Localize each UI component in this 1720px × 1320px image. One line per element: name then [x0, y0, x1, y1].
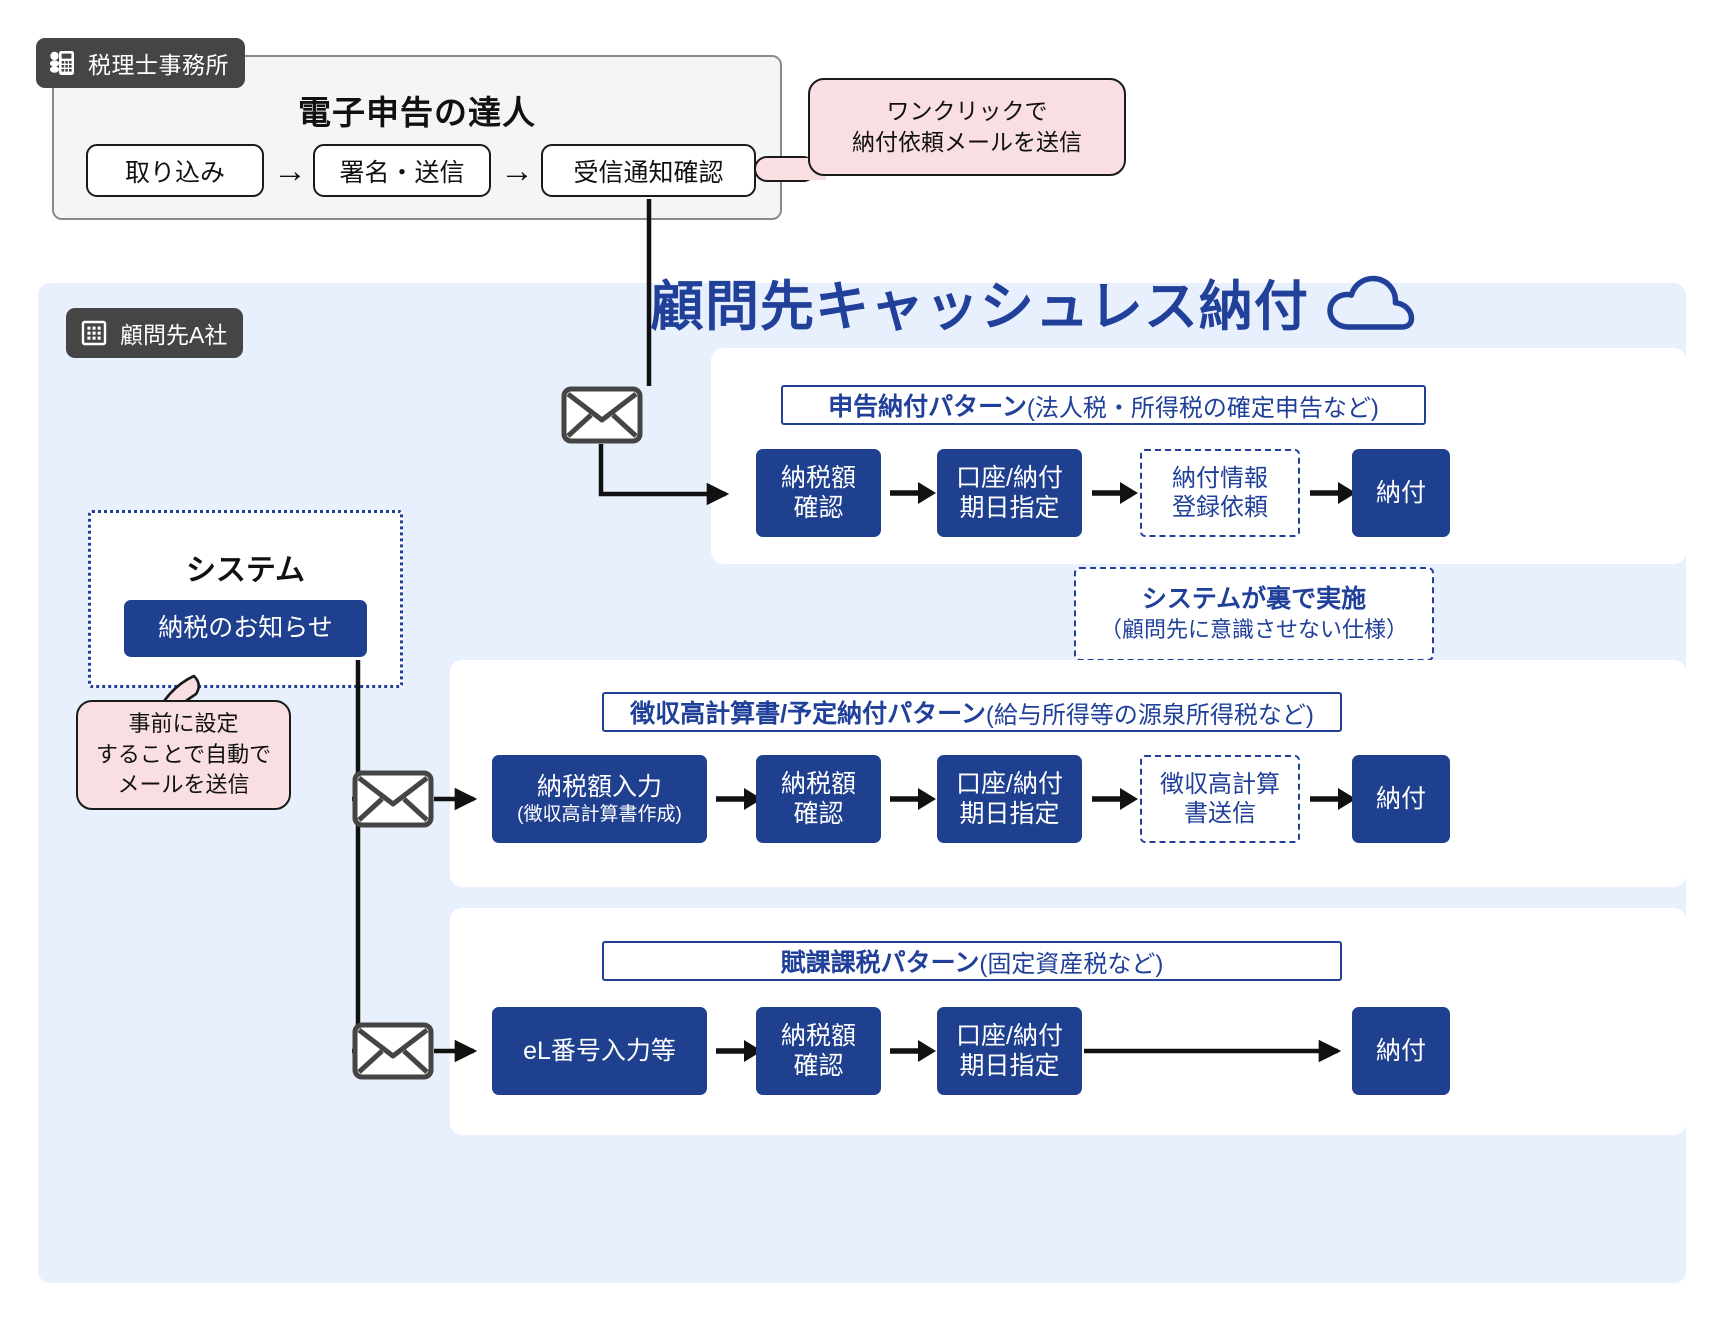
pattern-1-step-4-line1: 納付 — [1375, 478, 1426, 507]
pattern-1-step-2[interactable]: 口座/納付 期日指定 — [937, 449, 1082, 537]
cloud-icon — [1327, 275, 1415, 330]
pattern-3-step-1[interactable]: eL番号入力等 — [492, 1007, 707, 1095]
envelope-icon-3 — [352, 1022, 434, 1080]
pattern-2-step-3[interactable]: 口座/納付 期日指定 — [937, 755, 1082, 843]
callout-preset-line1: 事前に設定 — [128, 711, 239, 737]
pattern-3-title: 賦課課税パターン (固定資産税など) — [602, 941, 1342, 981]
pattern-2-step-4[interactable]: 徴収高計算 書送信 — [1140, 755, 1300, 843]
callout-preset-line3: メールを送信 — [117, 772, 250, 798]
pattern-3-arrow-2 — [890, 1040, 936, 1062]
pattern-2-step-5-line1: 納付 — [1375, 784, 1426, 813]
pattern-2-arrow-1 — [716, 788, 762, 810]
pattern-1-step-3-line2: 登録依頼 — [1172, 494, 1268, 521]
pattern-2-step-2[interactable]: 納税額 確認 — [756, 755, 881, 843]
system-background-note: システムが裏で実施 （顧問先に意識させない仕様） — [1074, 567, 1434, 661]
envelope-icon-2 — [352, 770, 434, 828]
pattern-1-arrow-2 — [1092, 482, 1138, 504]
pattern-3-step-2[interactable]: 納税額 確認 — [756, 1007, 881, 1095]
pattern-2-step-3-line2: 期日指定 — [959, 800, 1060, 828]
tax-office-badge: 税理士事務所 — [36, 38, 245, 88]
pattern-2-step-2-line1: 納税額 — [780, 769, 856, 798]
pattern-1-arrow-1 — [890, 482, 936, 504]
pattern-2-title: 徴収高計算書/予定納付パターン (給与所得等の源泉所得税など) — [602, 692, 1342, 732]
pattern-2-arrow-2 — [890, 788, 936, 810]
pattern-1-title-strong: 申告納付パターン — [828, 393, 1027, 421]
system-background-note-line1: システムが裏で実施 — [1141, 584, 1367, 613]
pattern-1-step-2-line1: 口座/納付 — [956, 463, 1063, 492]
pattern-3-step-3-line2: 期日指定 — [959, 1052, 1060, 1080]
client-company-badge-label: 顧問先A社 — [120, 322, 228, 348]
arrow-import-to-sign: → — [273, 152, 307, 190]
calculator-icon — [49, 51, 74, 75]
pattern-3-step-4-line1: 納付 — [1375, 1036, 1426, 1065]
tax-office-title: 電子申告の達人 — [298, 94, 536, 131]
callout-oneclick-line1: ワンクリックで — [886, 97, 1048, 124]
pattern-2-step-4-line1: 徴収高計算 — [1160, 770, 1280, 798]
step-receipt-confirm-label: 受信通知確認 — [573, 158, 724, 187]
pattern-2-step-4-line2: 書送信 — [1184, 800, 1256, 827]
pattern-3-step-2-line2: 確認 — [793, 1052, 844, 1080]
pattern-3-step-4[interactable]: 納付 — [1352, 1007, 1450, 1095]
step-sign-send-label: 署名・送信 — [339, 158, 465, 187]
step-receipt-confirm[interactable]: 受信通知確認 — [541, 144, 756, 197]
system-notify-label: 納税のお知らせ — [158, 614, 333, 643]
step-sign-send[interactable]: 署名・送信 — [313, 144, 491, 197]
tax-office-badge-label: 税理士事務所 — [88, 52, 229, 78]
pattern-2-arrow-4 — [1310, 788, 1356, 810]
page-title-text: 顧問先キャッシュレス納付 — [650, 277, 1309, 337]
pattern-3-step-3[interactable]: 口座/納付 期日指定 — [937, 1007, 1082, 1095]
step-import[interactable]: 取り込み — [86, 144, 264, 197]
building-icon — [81, 320, 107, 346]
pattern-1-step-2-line2: 期日指定 — [959, 494, 1060, 522]
system-notify-box[interactable]: 納税のお知らせ — [124, 600, 367, 657]
pattern-2-step-1[interactable]: 納税額入力 (徴収高計算書作成) — [492, 755, 707, 843]
step-import-label: 取り込み — [124, 158, 225, 187]
pattern-2-step-2-line2: 確認 — [793, 800, 844, 828]
pattern-1-step-3-line1: 納付情報 — [1172, 464, 1268, 492]
pattern-2-arrow-3 — [1092, 788, 1138, 810]
page-title: 顧問先キャッシュレス納付 — [650, 262, 1417, 341]
arrow-sign-to-receipt: → — [500, 152, 534, 190]
pattern-1-title: 申告納付パターン (法人税・所得税の確定申告など) — [781, 385, 1426, 425]
pattern-2-step-3-line1: 口座/納付 — [956, 769, 1063, 798]
callout-preset-line2: することで自動で — [95, 741, 272, 767]
pattern-1-arrow-3 — [1310, 482, 1356, 504]
pattern-2-step-1-line1: 納税額入力 — [536, 773, 662, 802]
system-background-note-line2: （顧問先に意識させない仕様） — [1099, 617, 1408, 643]
system-panel-title: システム — [185, 554, 306, 587]
envelope-icon-1 — [561, 386, 643, 444]
pattern-2-step-1-sub: (徴収高計算書作成) — [517, 803, 682, 825]
callout-preset: 事前に設定 することで自動で メールを送信 — [76, 700, 291, 810]
pattern-3-step-2-line1: 納税額 — [780, 1021, 856, 1050]
pattern-2-step-5[interactable]: 納付 — [1352, 755, 1450, 843]
client-company-badge: 顧問先A社 — [66, 308, 244, 358]
pattern-3-title-strong: 賦課課税パターン — [780, 949, 980, 977]
callout-oneclick: ワンクリックで 納付依頼メールを送信 — [808, 78, 1126, 176]
pattern-3-arrow-1 — [716, 1040, 762, 1062]
pattern-2-title-regular: (給与所得等の源泉所得税など) — [985, 701, 1314, 729]
system-panel — [88, 510, 403, 688]
pattern-3-step-1-line1: eL番号入力等 — [523, 1036, 676, 1065]
pattern-1-step-3[interactable]: 納付情報 登録依頼 — [1140, 449, 1300, 537]
pattern-1-title-regular: (法人税・所得税の確定申告など) — [1026, 394, 1379, 422]
pattern-2-title-strong: 徴収高計算書/予定納付パターン — [630, 700, 986, 728]
pattern-1-step-1-line1: 納税額 — [780, 463, 856, 492]
pattern-3-title-regular: (固定資産税など) — [979, 950, 1164, 978]
pattern-1-step-4[interactable]: 納付 — [1352, 449, 1450, 537]
pattern-1-step-1[interactable]: 納税額 確認 — [756, 449, 881, 537]
callout-oneclick-line2: 納付依頼メールを送信 — [852, 129, 1082, 155]
pattern-1-step-1-line2: 確認 — [793, 494, 844, 522]
pattern-3-step-3-line1: 口座/納付 — [956, 1021, 1063, 1050]
